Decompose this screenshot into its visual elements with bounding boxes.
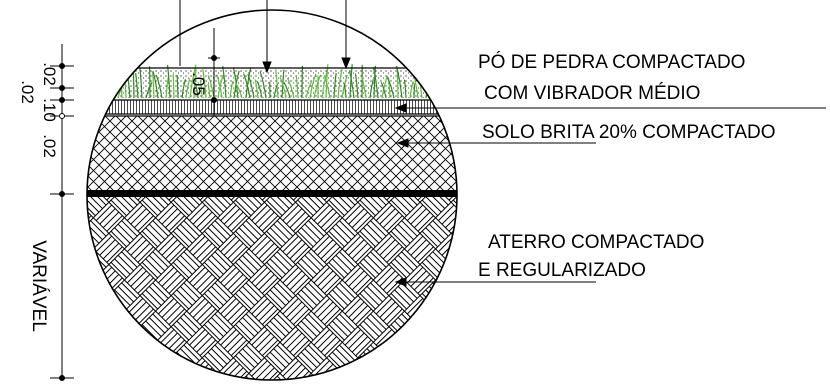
grass-blade [380,82,387,99]
grass-blade [386,77,395,99]
grass-blade [295,75,299,99]
detail-circle [86,9,458,381]
grass-blade [155,74,163,99]
grass-blade [229,80,234,99]
grass-blade [281,69,285,99]
grass-blade [99,70,107,99]
grass-blade [207,83,211,99]
grass-blade [458,65,460,98]
grass-blade [348,70,355,99]
grass-blade [89,74,92,99]
grass-blade [286,77,295,99]
grass-blade [139,68,143,99]
label-landfill-line2: E REGULARIZADO [478,260,646,281]
grass-blade [413,76,419,99]
grass-blade [92,79,95,99]
grass-blade [403,79,407,99]
grass-blade [109,79,113,99]
grass-blade [120,81,123,99]
grass-blade [185,78,191,99]
grass-blade [449,68,454,99]
variable-depth-label: VARIÁVEL [28,240,49,332]
grass-blade [462,77,463,98]
soil-gravel-layer [87,116,457,190]
grass-blade [259,71,267,99]
grass-blade [429,82,435,99]
grass-blade [361,76,367,99]
grass-blade [217,74,224,99]
label-stone-dust-line1: PÓ DE PEDRA COMPACTADO [478,51,745,73]
grass-blade [145,82,153,99]
grass-blade [245,67,252,99]
left-dimension-line [50,44,74,381]
grass-blade [275,69,279,99]
grass-blade [216,74,223,99]
grass-blade [98,75,103,99]
grass-blade [181,79,186,99]
grass-blade [372,67,379,99]
grass-blade [135,72,139,99]
grass-blade [152,71,155,99]
grass-blade [445,80,453,99]
dim-top-layer-3: .02 [18,80,37,104]
dim-top-layer-1: .02 [40,62,59,86]
grass-blade [343,82,347,99]
grass-blade [369,79,374,99]
separator-band [87,190,457,197]
label-leaders [394,103,826,287]
grass-blade [437,69,440,99]
grass-blade [132,64,135,99]
dim-bottom-layer: .02 [40,134,59,158]
grass-height-label: .05 [189,72,208,96]
grass-blade [279,76,287,99]
grass-blade [409,81,414,99]
grass-blade [323,74,331,99]
grass-blade [305,81,313,99]
grass-blade [247,74,255,99]
stone-dust-layer [87,68,457,98]
label-stone-dust-line2: COM VIBRADOR MÉDIO [484,83,700,104]
grass-blade [193,68,197,99]
grass-blade [337,68,343,99]
grass-blade [254,79,259,99]
grass-blade [381,75,389,99]
grass-blade [189,64,197,99]
grass-blade [202,69,207,99]
grass-blade [199,79,203,99]
grass-blade [97,82,104,99]
grass-blade [439,78,443,99]
grass-blade [232,67,239,99]
grass-blade [283,82,291,99]
grass-blade [172,74,175,99]
top-leader-arrows [179,0,351,74]
grass-blade [243,73,251,99]
grass-blade [333,72,337,99]
grass-blade [309,73,317,99]
grass-blade [448,72,455,99]
grass-blade [325,64,329,99]
grass-blade [256,81,263,99]
landfill-layer [87,196,457,380]
compacted-thin-layer [87,100,457,114]
label-landfill-line1: ATERRO COMPACTADO [488,232,704,253]
grass-blade [464,82,466,98]
dim-top-layer-2: .10 [40,98,59,122]
grass-height-dimension [208,28,220,116]
grass-blade [152,70,159,99]
grass-blade [354,73,359,99]
grass-blade [413,83,416,99]
grass-blade [234,82,243,99]
label-soil-gravel: SOLO BRITA 20% COMPACTADO [482,122,776,143]
grass-blade [176,74,179,99]
grass-blade [166,64,171,99]
grass-blade [194,83,199,99]
grass-blade [313,74,322,99]
grass-blade [429,64,435,99]
section-layers [87,64,466,380]
